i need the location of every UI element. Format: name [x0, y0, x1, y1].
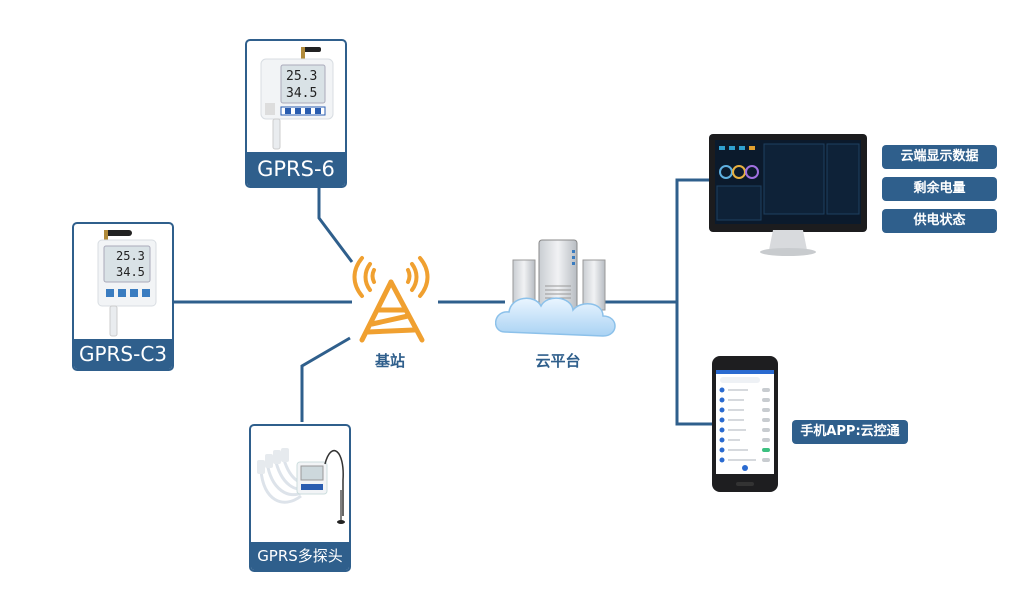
cloud-server-icon	[495, 239, 616, 337]
device-label: GPRS-6	[247, 152, 345, 186]
edge-gprs6-tower	[317, 188, 354, 263]
cloud-platform-label: 云平台	[535, 352, 581, 370]
edge-multi-tower	[300, 336, 351, 422]
monitor-icon	[709, 134, 867, 256]
temp-humidity-logger-icon: 25.3 34.5	[97, 230, 157, 337]
tag-power-status: 供电状态	[882, 209, 997, 233]
lcd-bottom-value: 34.5	[286, 86, 317, 101]
tag-remaining-battery: 剩余电量	[882, 177, 997, 201]
base-station-label: 基站	[374, 352, 405, 370]
device-card-gprs-6[interactable]: 25.3 34.5 GPRS-6	[245, 39, 347, 188]
device-card-gprs-multi-probe[interactable]: GPRS多探头	[249, 424, 351, 572]
edge-branch-monitor	[675, 178, 712, 426]
smartphone-icon	[712, 356, 778, 492]
lcd-top-value: 25.3	[286, 69, 317, 84]
multi-probe-logger-icon	[257, 448, 345, 524]
device-label: GPRS-C3	[74, 339, 172, 369]
cell-tower-icon	[352, 256, 430, 343]
lcd-bottom-value: 34.5	[116, 265, 145, 279]
device-card-gprs-c3[interactable]: 25.3 34.5 GPRS-C3	[72, 222, 174, 371]
device-label: GPRS多探头	[251, 542, 349, 570]
tag-cloud-display-data: 云端显示数据	[882, 145, 997, 169]
lcd-top-value: 25.3	[116, 249, 145, 263]
tag-mobile-app: 手机APP:云控通	[792, 420, 908, 444]
temp-humidity-logger-icon: 25.3 34.5	[260, 47, 334, 150]
